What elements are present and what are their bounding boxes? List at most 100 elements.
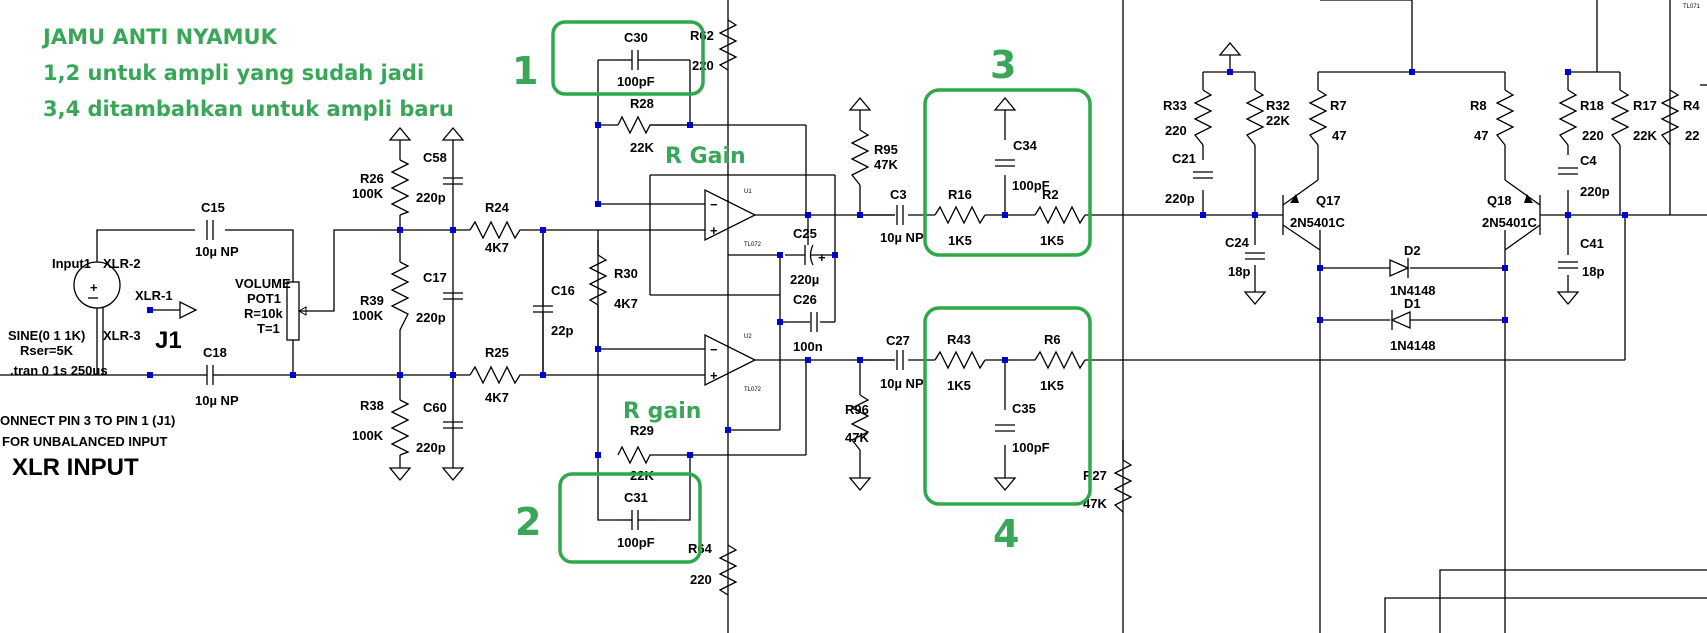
label-c24-value: 18p xyxy=(1228,264,1250,279)
supply-arrow-icon xyxy=(441,126,465,141)
label-r28-value: 22K xyxy=(630,140,654,155)
diode-d2 xyxy=(1389,258,1410,278)
label-r2-ref: R2 xyxy=(1042,187,1059,202)
svg-text:−: − xyxy=(710,197,718,212)
capacitors: + xyxy=(203,50,1578,530)
label-r30-value: 4K7 xyxy=(614,296,638,311)
label-r16-ref: R16 xyxy=(948,187,972,202)
resistor-r2 xyxy=(1034,205,1086,225)
label-r43-ref: R43 xyxy=(947,332,971,347)
label-r96-value: 47K xyxy=(845,430,869,445)
box-3-number: 3 xyxy=(990,43,1016,87)
label-c30-ref: C30 xyxy=(624,30,648,45)
opamp-u2: − + U2 TL072 xyxy=(704,333,762,393)
opamp-u1: − + U1 TL072 xyxy=(704,188,762,248)
label-r8-value: 47 xyxy=(1474,128,1488,143)
label-c27-ref: C27 xyxy=(886,333,910,348)
svg-text:+: + xyxy=(818,250,826,265)
label-r27-value: 47K xyxy=(1083,496,1107,511)
label-c21-value: 220p xyxy=(1165,191,1195,206)
resistor-r26 xyxy=(390,159,410,216)
source-rser: Rser=5K xyxy=(20,343,74,358)
label-c4-ref: C4 xyxy=(1580,153,1597,168)
supply-arrow-icon xyxy=(848,96,872,111)
label-q17-value: 2N5401C xyxy=(1290,215,1346,230)
xlr2-label: XLR-2 xyxy=(103,256,141,271)
capacitor-c24 xyxy=(1245,252,1265,260)
label-c26-value: 100n xyxy=(793,339,823,354)
annotations: 1 2 3 4 R Gain R gain JAMU ANTI NYAMUK 1… xyxy=(41,20,1092,564)
label-r39-value: 100K xyxy=(352,308,384,323)
label-c41-value: 18p xyxy=(1582,264,1604,279)
resistor-r30 xyxy=(588,254,608,306)
label-r26-ref: R26 xyxy=(360,171,384,186)
capacitor-c3 xyxy=(896,205,904,225)
resistors xyxy=(390,19,1680,596)
label-r28-ref: R28 xyxy=(630,96,654,111)
label-r25-ref: R25 xyxy=(485,345,509,360)
ground-symbols xyxy=(179,41,1580,492)
label-c16-value: 22p xyxy=(551,323,573,338)
box-3 xyxy=(923,88,1092,257)
label-d2-ref: D2 xyxy=(1404,243,1421,258)
label-r96-ref: R96 xyxy=(845,402,869,417)
label-c34-ref: C34 xyxy=(1013,138,1038,153)
label-r95-ref: R95 xyxy=(874,142,898,157)
connect-note-2: FOR UNBALANCED INPUT xyxy=(2,434,167,449)
label-r8-ref: R8 xyxy=(1470,98,1487,113)
label-r24-ref: R24 xyxy=(485,200,510,215)
label-r7-ref: R7 xyxy=(1330,98,1347,113)
resistor-r64 xyxy=(718,544,738,596)
resistor-r39 xyxy=(390,261,410,331)
resistor-r29 xyxy=(617,445,690,465)
supply-arrow-icon xyxy=(993,96,1017,111)
pot-name1: VOLUME xyxy=(235,276,291,291)
capacitor-c27 xyxy=(896,350,904,370)
label-c25-value: 220µ xyxy=(790,272,819,287)
capacitor-c60 xyxy=(443,421,463,429)
label-r18-value: 220 xyxy=(1582,128,1604,143)
xlr-input-title: XLR INPUT xyxy=(12,454,139,481)
label-r25-value: 4K7 xyxy=(485,390,509,405)
label-c18-ref: C18 xyxy=(203,345,227,360)
note-line-2: 1,2 untuk ampli yang sudah jadi xyxy=(43,61,424,85)
resistor-r4 xyxy=(1660,89,1680,146)
ground-icon xyxy=(1243,291,1267,306)
box-1 xyxy=(551,20,705,96)
junction-dots xyxy=(147,69,1628,458)
resistor-r43 xyxy=(934,350,986,370)
xlr1-label: XLR-1 xyxy=(135,288,173,303)
opamp-u1-part: TL072 xyxy=(744,242,762,248)
label-d1-value: 1N4148 xyxy=(1390,338,1436,353)
label-r6-value: 1K5 xyxy=(1040,378,1064,393)
label-r16-value: 1K5 xyxy=(948,233,972,248)
input-labels: Input1 XLR-2 XLR-1 SINE(0 1 1K) XLR-3 Rs… xyxy=(0,256,291,481)
label-c41-ref: C41 xyxy=(1580,236,1604,251)
component-labels: C15 10µ NP C18 10µ NP R26 100K C58 220p … xyxy=(195,4,1701,587)
transistor-q17 xyxy=(1282,179,1321,251)
box-4 xyxy=(923,306,1092,506)
label-r33-ref: R33 xyxy=(1163,98,1187,113)
xlr1-ground-icon xyxy=(179,300,198,320)
label-r27-ref: R27 xyxy=(1083,468,1107,483)
label-r18-ref: R18 xyxy=(1580,98,1604,113)
label-c35-value: 100pF xyxy=(1012,440,1050,455)
label-c17-value: 220p xyxy=(416,310,446,325)
source-value: SINE(0 1 1K) xyxy=(8,328,85,343)
resistor-r27 xyxy=(1113,459,1133,513)
pot-t: T=1 xyxy=(257,321,280,336)
label-c24-ref: C24 xyxy=(1225,235,1250,250)
resistor-r16 xyxy=(934,205,986,225)
label-d1-ref: D1 xyxy=(1404,296,1421,311)
label-q18-ref: Q18 xyxy=(1487,193,1512,208)
capacitor-c25: + xyxy=(785,244,835,266)
box-2 xyxy=(558,472,702,564)
ground-icon xyxy=(388,467,412,482)
label-c18-value: 10µ NP xyxy=(195,393,239,408)
capacitor-c4 xyxy=(1558,167,1578,175)
label-r38-ref: R38 xyxy=(360,398,384,413)
resistor-r32 xyxy=(1245,89,1265,146)
capacitor-c41 xyxy=(1558,261,1578,269)
